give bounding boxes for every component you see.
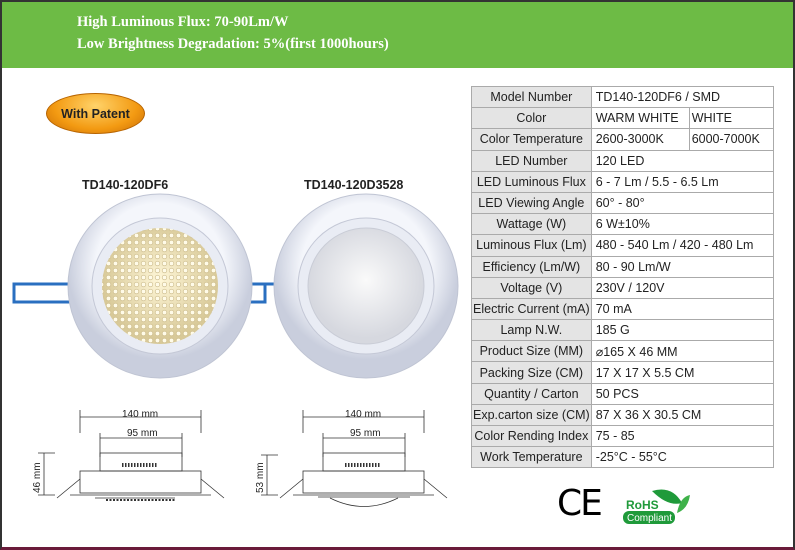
spec-label: Model Number xyxy=(471,85,592,109)
ce-mark: CE xyxy=(557,483,603,524)
spec-label: Color Rending Index xyxy=(471,424,592,448)
spec-label: Wattage (W) xyxy=(471,213,592,236)
spec-value: 75 - 85 xyxy=(590,424,774,448)
spec-value: 230V / 120V xyxy=(590,276,774,299)
dimension-drawings: 140 mm 95 mm 140 mm 95 mm 46 mm 53 mm xyxy=(32,409,448,507)
spec-row: Packing Size (CM)17 X 17 X 5.5 CM xyxy=(471,361,774,384)
spec-row: Electric Current (mA)70 mA xyxy=(471,297,774,321)
spec-label: Luminous Flux (Lm) xyxy=(471,234,592,257)
spec-label: Exp.carton size (CM) xyxy=(471,403,592,427)
spec-row: Efficiency (Lm/W)80 - 90 Lm/W xyxy=(471,255,774,278)
lamp-smd xyxy=(12,193,267,379)
spec-value: 6 - 7 Lm / 5.5 - 6.5 Lm xyxy=(590,170,774,193)
spec-value: 70 mA xyxy=(590,297,774,321)
spec-row: Work Temperature-25°C - 55°C xyxy=(471,446,774,469)
spec-value: WARM WHITE xyxy=(590,107,690,130)
spec-value: 6 W±10% xyxy=(590,213,774,236)
rohs-logo: RoHS Compliant xyxy=(623,489,690,524)
header-banner: High Luminous Flux: 70-90Lm/W Low Bright… xyxy=(2,2,793,68)
spec-row: Voltage (V)230V / 120V xyxy=(471,276,774,299)
spec-value: 480 - 540 Lm / 420 - 480 Lm xyxy=(590,234,774,257)
dim-height-left: 46 mm xyxy=(32,462,43,493)
spec-row: Wattage (W)6 W±10% xyxy=(471,213,774,236)
banner-line-2: Low Brightness Degradation: 5%(first 100… xyxy=(77,36,389,52)
spec-row: Product Size (MM)⌀165 X 46 MM xyxy=(471,340,774,363)
spec-label: Product Size (MM) xyxy=(471,340,592,363)
spec-label: Efficiency (Lm/W) xyxy=(471,255,592,278)
spec-value: TD140-120DF6 / SMD xyxy=(590,85,774,109)
spec-label: LED Number xyxy=(471,149,592,172)
spec-value-2: 6000-7000K xyxy=(688,128,774,151)
spec-label: Packing Size (CM) xyxy=(471,361,592,384)
spec-label: Voltage (V) xyxy=(471,276,592,299)
spec-value: 80 - 90 Lm/W xyxy=(590,255,774,278)
spec-value: 60° - 80° xyxy=(590,191,774,215)
spec-value: 17 X 17 X 5.5 CM xyxy=(590,361,774,384)
spec-value-2: WHITE xyxy=(688,107,774,130)
lamp-images xyxy=(12,193,459,379)
spec-row: Luminous Flux (Lm)480 - 540 Lm / 420 - 4… xyxy=(471,234,774,257)
dim-outer-left: 140 mm xyxy=(122,409,158,420)
banner-line-1: High Luminous Flux: 70-90Lm/W xyxy=(77,14,289,30)
dim-height-right: 53 mm xyxy=(255,462,266,493)
patent-badge-label: With Patent xyxy=(61,106,130,121)
spec-value: -25°C - 55°C xyxy=(590,446,774,469)
spec-row: Lamp N.W.185 G xyxy=(471,319,774,342)
model-label-2: TD140-120D3528 xyxy=(304,178,404,192)
spec-value: 120 LED xyxy=(590,149,774,172)
dim-outer-right: 140 mm xyxy=(345,409,381,420)
spec-label: Work Temperature xyxy=(471,446,592,469)
spec-label: LED Luminous Flux xyxy=(471,170,592,193)
spec-value: ⌀165 X 46 MM xyxy=(590,340,774,363)
rohs-compliant: Compliant xyxy=(627,513,672,524)
spec-row: Exp.carton size (CM)87 X 36 X 30.5 CM xyxy=(471,403,774,427)
rohs-text: RoHS xyxy=(626,498,659,512)
spec-value: 50 PCS xyxy=(590,382,774,405)
spec-label: Electric Current (mA) xyxy=(471,297,592,321)
spec-label: LED Viewing Angle xyxy=(471,191,592,215)
spec-label: Color xyxy=(471,107,592,130)
spec-value: 185 G xyxy=(590,319,774,342)
dim-inner-right: 95 mm xyxy=(350,428,381,439)
lamp-3528 xyxy=(265,193,459,379)
dim-inner-left: 95 mm xyxy=(127,428,158,439)
patent-badge: With Patent xyxy=(46,93,145,134)
spec-label: Lamp N.W. xyxy=(471,319,592,342)
model-label-1: TD140-120DF6 xyxy=(82,178,169,192)
drawing-right xyxy=(261,410,448,507)
spec-label: Color Temperature xyxy=(471,128,592,151)
spec-value: 2600-3000K xyxy=(590,128,690,151)
drawing-left xyxy=(38,410,225,501)
spec-label: Quantity / Carton xyxy=(471,382,592,405)
spec-value: 87 X 36 X 30.5 CM xyxy=(590,403,774,427)
